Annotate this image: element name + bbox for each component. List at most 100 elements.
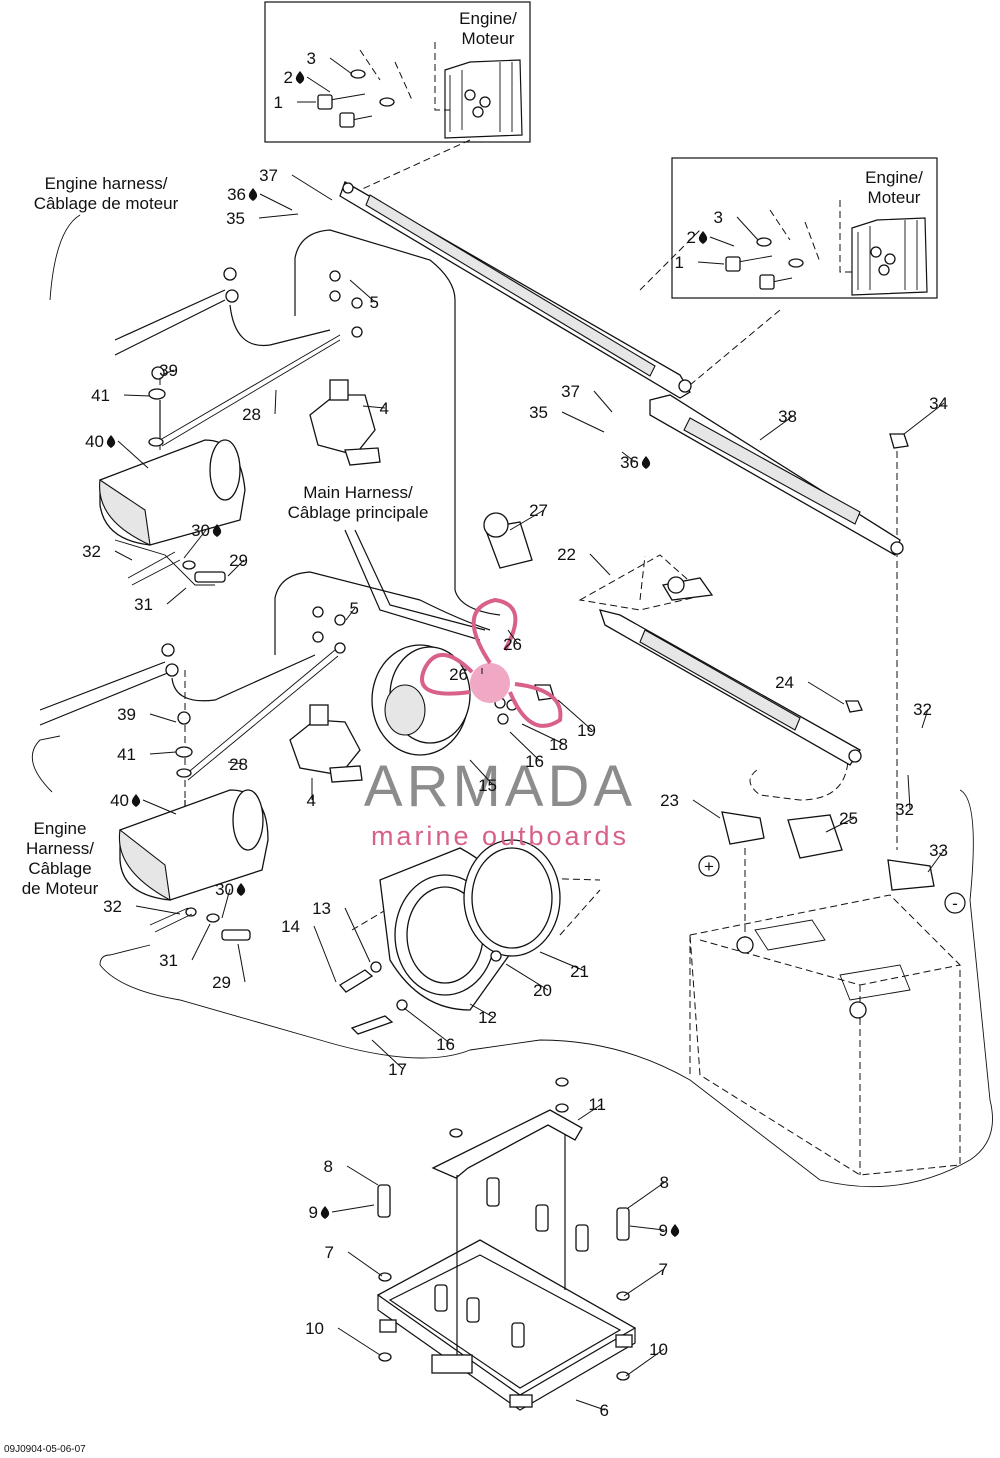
callout-leader-line [117,440,149,469]
callout: 13 [312,899,371,963]
callout: 10 [625,1340,668,1377]
callout-leader-line [623,1268,665,1297]
engine-harness-top-line1: Engine harness/ [45,174,168,193]
callout-leader-line [274,389,277,415]
starter-motor-upper [99,366,246,586]
callout: 3 [307,49,353,75]
callout: 10 [305,1319,381,1356]
callout-number: 28 [242,405,261,424]
callout: 39 [117,705,177,724]
callout-leader-line [521,723,565,745]
sealant-drop-icon [248,188,258,201]
callout-leader-line [736,216,759,241]
callout-number: 6 [600,1401,609,1420]
battery-tray [376,1077,637,1411]
negative-terminal-sign: - [952,894,958,913]
callout-leader-line [589,553,611,576]
callout-number: 34 [929,394,948,413]
armada-watermark: ARMADA marine outboards [364,597,632,851]
callout-number: 33 [929,841,948,860]
callout-leader-line [227,761,245,765]
callout-number: 5 [350,599,359,618]
callout-leader-line [183,529,207,559]
callout: 33 [927,841,948,873]
callout-leader-line [509,509,545,531]
callout-leader-line [759,415,794,441]
callout-leader-line [561,411,605,433]
callout: 5 [349,279,379,312]
callout: 21 [539,951,589,981]
callout-number: 36 [227,185,246,204]
callout-number: 26 [503,635,522,654]
engine-harness-bottom-line1: Engine [34,819,87,838]
callout-leader-line [621,451,636,463]
callout: 36 [227,185,293,211]
callout: 34 [903,394,948,435]
callout: 26 [503,629,522,654]
callout-leader-line [507,629,519,645]
engine-caption-line1: Engine/ [459,9,517,28]
callout-leader-line [692,799,721,819]
callout-number: 35 [529,403,548,422]
callout: 20 [505,963,552,1000]
engine-harness-bottom-line4: de Moteur [22,879,99,898]
callout-number: 1 [675,253,684,272]
callout-leader-line [709,236,735,247]
callout-leader-line [123,394,151,397]
callout-number: 11 [588,1095,606,1114]
callout: 2 [284,68,331,93]
callout-number: 9 [659,1221,668,1240]
callout-number: 30 [215,880,234,899]
callout-number: 31 [134,595,153,614]
engine-caption-right-line2: Moteur [868,188,921,207]
callout-number: 32 [913,700,932,719]
callout-leader-line [825,817,855,833]
callout: 9 [629,1221,680,1240]
callout: 30 [183,521,222,559]
callout-leader-line [371,1039,404,1070]
sealant-drop-icon [641,456,651,469]
callout: 39 [159,361,178,380]
callout-number: 14 [281,917,300,936]
callout-number: 26 [449,665,468,684]
callout: 38 [759,407,797,441]
engine-harness-top-line2: Câblage de moteur [34,194,179,213]
callout-number: 22 [557,545,576,564]
callout-number: 16 [436,1035,455,1054]
sealant-drop-icon [698,231,708,244]
callout-number: 12 [478,1008,497,1027]
callout-number: 1 [274,93,283,112]
callout-number: 36 [620,453,639,472]
callout: 29 [212,943,246,992]
callout: 35 [529,403,605,433]
callout-leader-line [313,925,337,983]
callout: 5 [345,599,359,621]
callout-leader-line [149,751,177,755]
callout: 1 [675,253,725,272]
callout-leader-line [625,1348,665,1377]
callout-leader-line [509,731,541,762]
callout: 24 [775,673,845,705]
callout-leader-line [697,261,725,265]
callout-number: 39 [159,361,178,380]
starter-solenoid-lower [39,529,491,783]
positive-terminal-sign: + [704,857,714,876]
callout-leader-line [149,713,177,723]
callout: 28 [227,755,248,774]
callout-number: 7 [659,1260,668,1279]
callout: 22 [557,545,611,576]
callout: 7 [325,1243,383,1277]
callout-leader-line [627,1181,666,1209]
sealant-drop-icon [295,71,305,84]
callout-number: 16 [525,752,544,771]
callout-leader-line [362,405,386,409]
callout: 8 [324,1157,379,1186]
callout: 14 [281,917,337,983]
callout-number: 4 [380,399,389,418]
callout-number: 7 [325,1243,334,1262]
callout: 28 [242,389,277,424]
callout-leader-line [593,390,613,413]
sealant-drop-icon [106,435,116,448]
callout-leader-line [346,1165,379,1186]
callout-number: 40 [85,432,104,451]
